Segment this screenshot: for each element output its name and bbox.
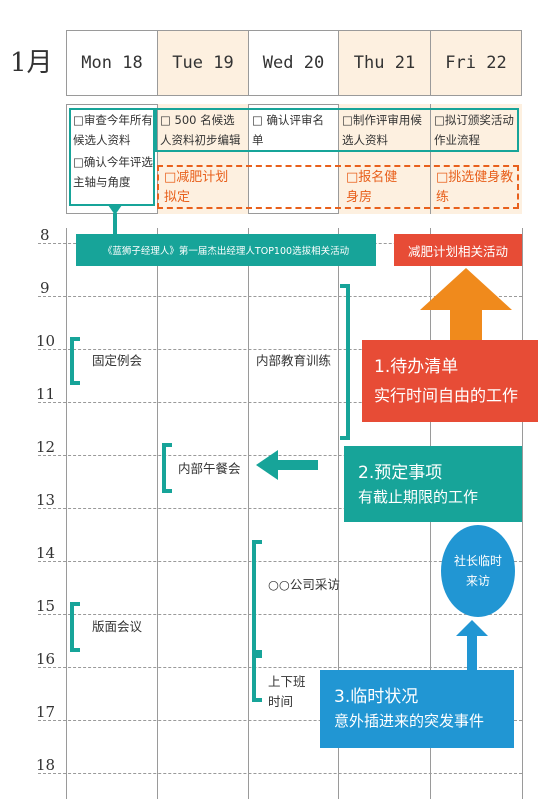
todo-mon-2: □确认今年评选主轴与角度 bbox=[73, 155, 153, 189]
event-bracket-mon-layout bbox=[70, 602, 80, 652]
hour-label: 11 bbox=[36, 385, 56, 403]
event-fri-visit: 社长临时来访 bbox=[441, 525, 515, 617]
hour-line bbox=[38, 508, 522, 509]
event-wed-training: 内部教育训练 bbox=[256, 353, 332, 368]
event-bracket-mon-meeting bbox=[70, 337, 80, 385]
todo-divider bbox=[338, 104, 339, 214]
event-mon-meeting: 固定例会 bbox=[92, 353, 143, 368]
event-wed-interview: ○○公司采访 bbox=[268, 577, 340, 592]
event-bracket-wed-training bbox=[340, 284, 350, 440]
hour-label: 13 bbox=[36, 491, 56, 509]
hour-label: 9 bbox=[40, 279, 50, 297]
grid-column-line bbox=[157, 228, 158, 799]
event-tue-lunch: 内部午餐会 bbox=[178, 461, 241, 476]
hour-label: 16 bbox=[36, 650, 56, 668]
hour-line bbox=[38, 561, 522, 562]
hour-line bbox=[38, 773, 522, 774]
legend-todo-title: 1.待办清单 bbox=[374, 357, 459, 377]
todo-tue-1: □ 500 名候选人资料初步编辑 bbox=[160, 113, 241, 147]
hour-line bbox=[38, 720, 522, 721]
grid-column-line bbox=[522, 228, 523, 799]
todo-wed-1: □ 确认评审名单 bbox=[252, 113, 325, 147]
hour-line bbox=[38, 402, 522, 403]
todo-fri-1: □拟订颁奖活动作业流程 bbox=[434, 113, 514, 147]
day-header-thu: Thu 21 bbox=[338, 30, 431, 96]
teal-connector bbox=[113, 213, 117, 235]
legend-todo-desc: 实行时间自由的工作 bbox=[374, 386, 519, 405]
event-bracket-tue-lunch bbox=[162, 443, 172, 493]
day-header-tue: Tue 19 bbox=[157, 30, 249, 96]
hour-label: 12 bbox=[36, 438, 56, 456]
legend-scheduled: 2.预定事项 有截止期限的工作 bbox=[344, 446, 522, 522]
event-wed-commute: 上下班时间 bbox=[268, 674, 306, 709]
todo-divider bbox=[248, 104, 249, 214]
hour-line bbox=[38, 296, 522, 297]
hour-label: 17 bbox=[36, 703, 56, 721]
up-arrow-blue-icon bbox=[456, 620, 488, 674]
up-arrow-icon bbox=[420, 268, 512, 346]
legend-temp-desc: 意外插进来的突发事件 bbox=[334, 712, 485, 730]
todo-divider bbox=[430, 104, 431, 214]
hour-label: 18 bbox=[36, 756, 56, 774]
todo-tint-tue bbox=[157, 104, 249, 214]
hour-line bbox=[38, 455, 522, 456]
event-bracket-wed-commute bbox=[252, 650, 262, 702]
legend-todo: 1.待办清单 实行时间自由的工作 bbox=[362, 340, 538, 422]
day-header-fri: Fri 22 bbox=[430, 30, 522, 96]
todo-fri-2: □挑选健身教练 bbox=[436, 170, 514, 205]
todo-teal-outline-row bbox=[155, 108, 519, 152]
grid-column-line bbox=[248, 228, 249, 799]
day-header-mon: Mon 18 bbox=[66, 30, 158, 96]
grid-column-line bbox=[338, 228, 339, 799]
legend-scheduled-desc: 有截止期限的工作 bbox=[358, 488, 479, 506]
legend-temp-title: 3.临时状况 bbox=[334, 687, 419, 707]
left-arrow-icon bbox=[256, 450, 318, 480]
banner-teal: 《蓝狮子经理人》第一届杰出经理人TOP100选拔相关活动 bbox=[76, 234, 376, 266]
todo-thu-2: □报名健身房 bbox=[346, 170, 398, 205]
todo-divider bbox=[157, 104, 158, 214]
todo-tue-2: □减肥计划拟定 bbox=[164, 170, 229, 205]
legend-temp: 3.临时状况 意外插进来的突发事件 bbox=[320, 670, 514, 748]
hour-label: 14 bbox=[36, 544, 56, 562]
todo-dashed-outline bbox=[157, 165, 519, 209]
todo-thu-1: □制作评审用候选人资料 bbox=[342, 113, 422, 147]
grid-column-line bbox=[66, 228, 67, 799]
banner-red: 减肥计划相关活动 bbox=[394, 234, 522, 266]
hour-line bbox=[38, 349, 522, 350]
legend-scheduled-title: 2.预定事项 bbox=[358, 463, 443, 483]
hour-label: 10 bbox=[36, 332, 56, 350]
hour-label: 8 bbox=[40, 226, 50, 244]
hour-label: 15 bbox=[36, 597, 56, 615]
month-label: 1月 bbox=[10, 48, 53, 78]
event-mon-layout: 版面会议 bbox=[92, 619, 143, 634]
day-header-wed: Wed 20 bbox=[248, 30, 339, 96]
hour-line bbox=[38, 614, 522, 615]
event-bracket-wed-interview bbox=[252, 540, 262, 658]
teal-pointer bbox=[108, 205, 122, 215]
hour-line bbox=[38, 667, 522, 668]
todo-mon-1: □审查今年所有候选人资料 bbox=[73, 113, 153, 147]
